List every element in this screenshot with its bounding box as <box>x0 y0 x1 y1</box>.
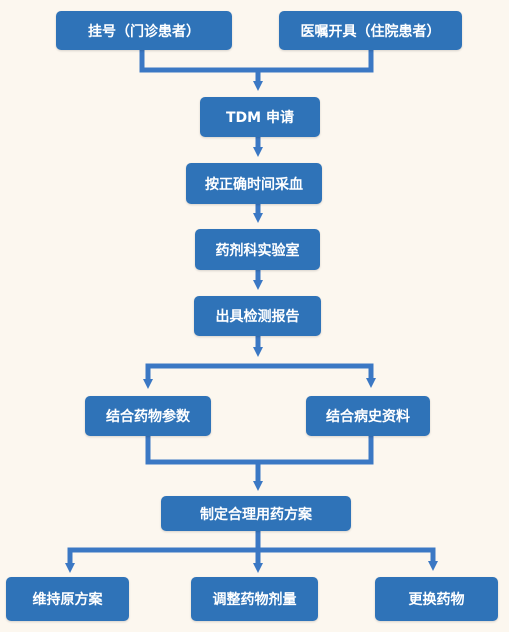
node-regimen: 制定合理用药方案 <box>161 496 351 531</box>
split-line-bottom <box>67 547 438 571</box>
node-report: 出具检测报告 <box>194 296 321 336</box>
node-change-drug: 更换药物 <box>375 577 498 621</box>
node-registration: 挂号（门诊患者） <box>56 11 232 50</box>
node-pk-params: 结合药物参数 <box>85 396 211 436</box>
node-tdm-request: TDM 申请 <box>200 97 320 137</box>
node-prescription: 医嘱开具（住院患者） <box>279 11 462 50</box>
split-line-middle <box>145 363 376 388</box>
node-blood-sampling: 按正确时间采血 <box>186 163 322 204</box>
merge-line-bottom <box>145 436 374 465</box>
node-adjust-dose: 调整药物剂量 <box>191 577 318 621</box>
merge-line-top <box>139 50 374 73</box>
node-pharmacy-lab: 药剂科实验室 <box>195 229 320 270</box>
node-maintain: 维持原方案 <box>6 577 129 621</box>
node-medical-history: 结合病史资料 <box>306 396 430 436</box>
